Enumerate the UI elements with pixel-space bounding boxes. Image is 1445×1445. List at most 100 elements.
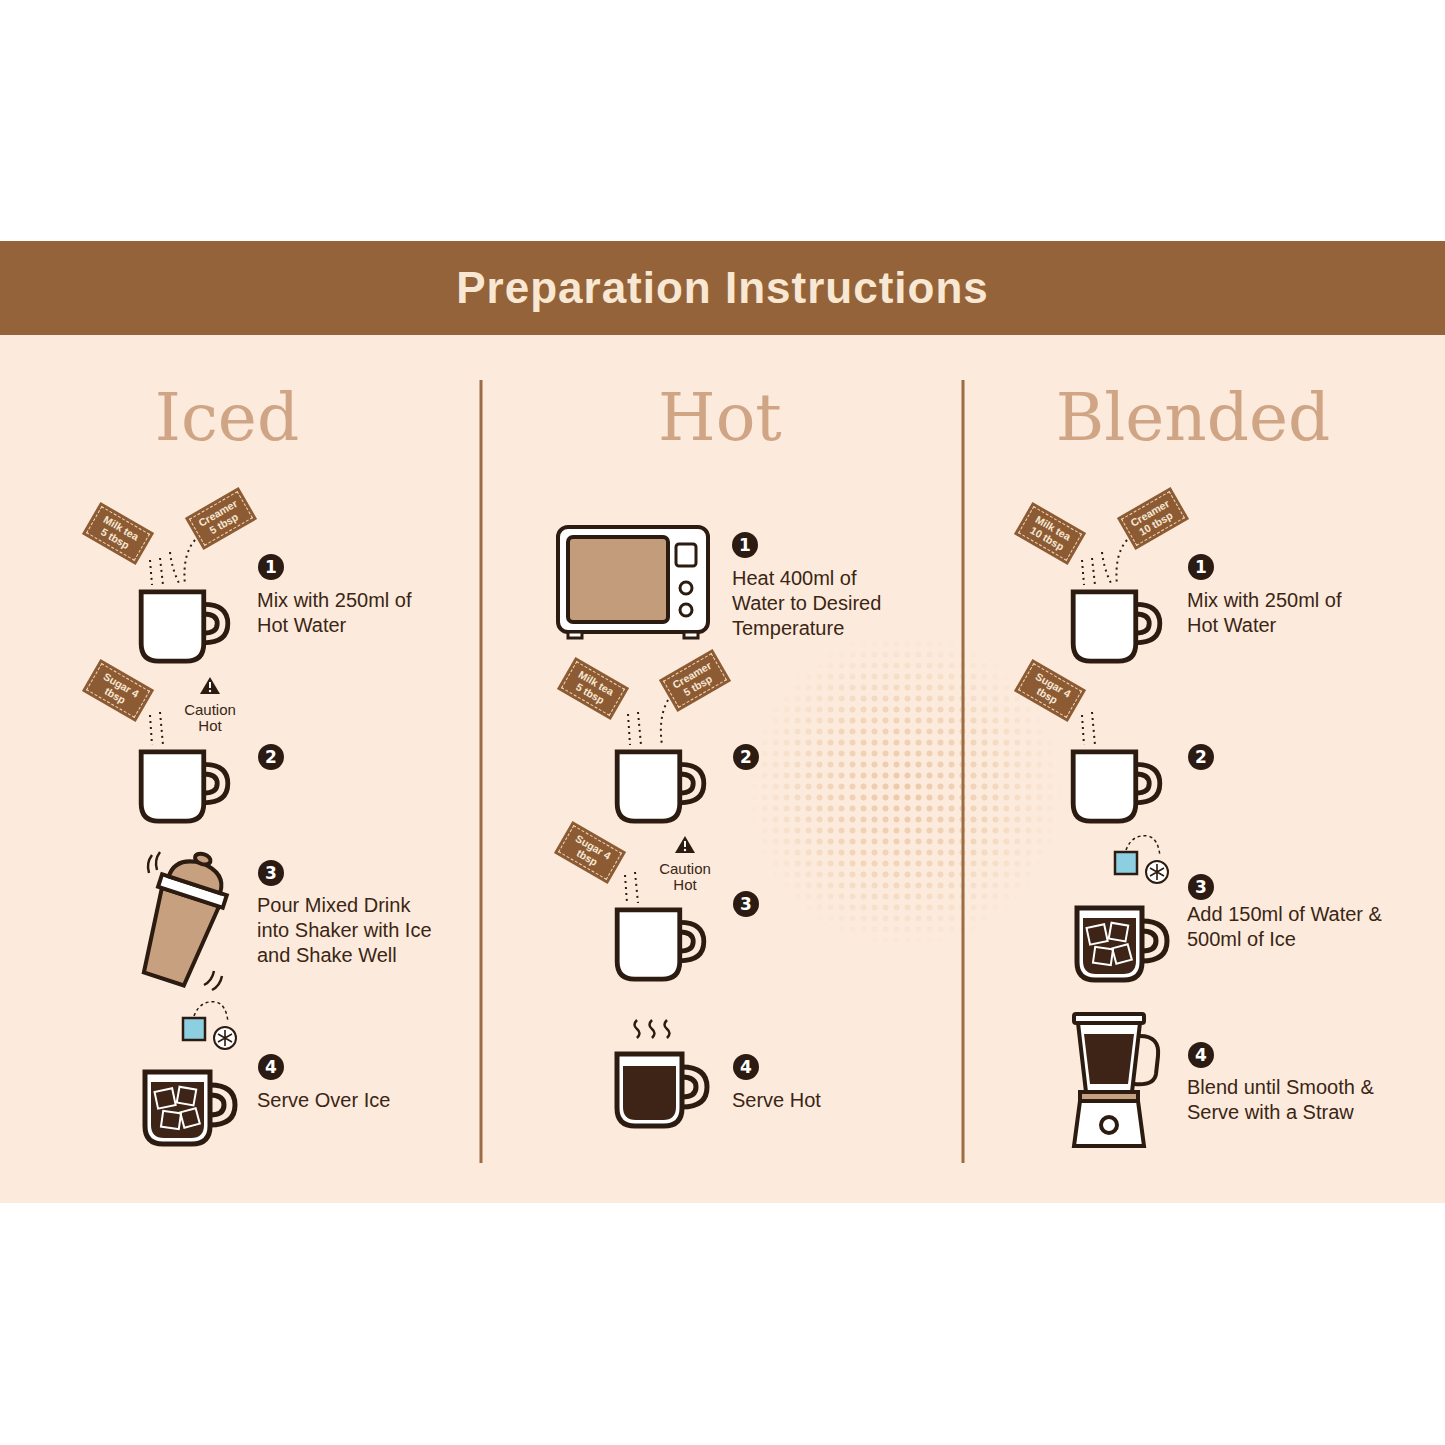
iced-drink-icon: [145, 908, 1167, 1144]
step-instruction: Pour Mixed Drink into Shaker with Ice an…: [257, 893, 447, 968]
step-number-text: 2: [265, 749, 277, 766]
mug-icon: [141, 592, 1160, 979]
pour-dots: [661, 700, 668, 745]
ingredient-packet: Sugar 4 tbsp: [1018, 663, 1082, 718]
step-instruction: Mix with 250ml of Hot Water: [1187, 588, 1347, 638]
blender-icon: [1074, 1014, 1158, 1146]
mug-icon: [141, 592, 228, 661]
caution-note: Caution Hot: [178, 702, 242, 734]
hot-drink-icon: [617, 1020, 707, 1126]
column-divider: [480, 380, 483, 1163]
caution-note: Caution Hot: [653, 861, 717, 893]
mug-icon: [1073, 752, 1160, 821]
step-number: 2: [258, 744, 284, 770]
panel: [0, 335, 1445, 1203]
shaker-icon: [194, 852, 212, 866]
pour-dots: [628, 712, 641, 745]
step-number: 2: [1188, 744, 1214, 770]
halftone: [745, 630, 1065, 950]
microwave-icon: [568, 537, 668, 622]
ingredient-packet: Sugar 4 tbsp: [558, 825, 622, 880]
shaker-icon: [148, 852, 222, 990]
ingredient-packet: Creamer 5 tbsp: [189, 491, 253, 546]
step-number: 1: [258, 554, 284, 580]
packet-label: Sugar 4 tbsp: [565, 831, 615, 873]
mug-icon: [141, 752, 228, 821]
step-number-text: 2: [740, 749, 752, 766]
step-number: 1: [1188, 554, 1214, 580]
shaker-icon: [132, 844, 237, 990]
ingredient-packet: Milk tea 5 tbsp: [86, 506, 150, 561]
step-number-text: 4: [1195, 1047, 1207, 1064]
iced-drink-icon: [145, 1072, 235, 1144]
blender-icon: [1074, 1101, 1144, 1146]
caution-icon: [684, 849, 686, 851]
step-instruction: Serve Hot: [732, 1088, 932, 1113]
column-heading: Hot: [658, 380, 782, 456]
microwave-icon: [680, 582, 692, 594]
step-number: 3: [1188, 874, 1214, 900]
packet-label: Sugar 4 tbsp: [93, 669, 143, 711]
ingredient-packet: Sugar 4 tbsp: [86, 663, 150, 718]
packet-label: Milk tea 10 tbsp: [1025, 512, 1075, 554]
caution-icon: [209, 682, 211, 688]
hot-drink-icon: [617, 1054, 707, 1126]
step-instruction: Heat 400ml of Water to Desired Temperatu…: [732, 566, 904, 641]
step-number: 3: [733, 891, 759, 917]
ice-icon: [183, 1002, 236, 1049]
step-number: 1: [732, 532, 758, 558]
microwave-icon: [568, 632, 582, 638]
microwave-icon: [558, 527, 708, 638]
microwave-icon: [676, 544, 696, 566]
packet-label: Creamer 5 tbsp: [196, 497, 246, 539]
column-divider: [481, 380, 963, 1163]
caution-icon: [675, 836, 695, 853]
ingredient-packet: Milk tea 10 tbsp: [1018, 506, 1082, 561]
step-number-text: 3: [740, 896, 752, 913]
mug-icon: [1073, 592, 1160, 661]
pour-dots: [150, 552, 180, 585]
column-heading: Blended: [1056, 380, 1331, 456]
caution-icon: [684, 841, 686, 847]
step-number-text: 4: [265, 1059, 277, 1076]
blender-icon: [1101, 1117, 1117, 1133]
ice-icon: [183, 836, 1168, 1049]
title-band: [0, 241, 1445, 335]
ingredient-packet: Creamer 10 tbsp: [1121, 491, 1185, 546]
pour-dots: [1116, 540, 1127, 585]
pour-dots: [184, 540, 195, 585]
step-number-text: 1: [739, 537, 751, 554]
step-number: 2: [733, 744, 759, 770]
blender-icon: [1084, 1034, 1134, 1084]
mug-icon: [617, 752, 704, 821]
hot-drink-icon: [635, 1020, 670, 1038]
step-number-text: 2: [1195, 749, 1207, 766]
mug-icon: [617, 910, 704, 979]
microwave-icon: [680, 604, 692, 616]
step-number-text: 4: [740, 1059, 752, 1076]
step-instruction: Mix with 250ml of Hot Water: [257, 588, 417, 638]
pour-dots: [150, 712, 163, 745]
step-number-text: 3: [265, 865, 277, 882]
microwave-icon: [684, 632, 698, 638]
step-number: 4: [258, 1054, 284, 1080]
caution-icon: [200, 677, 220, 694]
step-number: 4: [1188, 1042, 1214, 1068]
pour-dots: [1082, 552, 1112, 585]
iced-drink-icon: [1077, 908, 1167, 980]
packet-label: Creamer 5 tbsp: [670, 659, 720, 701]
step-number: 4: [733, 1054, 759, 1080]
packet-label: Sugar 4 tbsp: [1025, 669, 1075, 711]
shaker-icon: [132, 844, 237, 990]
ingredient-packet: Creamer 5 tbsp: [663, 653, 727, 708]
caution-icon: [200, 677, 695, 853]
title: Preparation Instructions: [456, 263, 989, 313]
column-divider: [962, 380, 965, 1163]
column-heading: Iced: [155, 380, 299, 456]
ingredient-packet: Milk tea 5 tbsp: [561, 661, 625, 716]
step-number: 3: [258, 860, 284, 886]
pour-dots: [1082, 712, 1095, 745]
packet-label: Creamer 10 tbsp: [1128, 497, 1178, 539]
pour-dots: [625, 872, 638, 903]
